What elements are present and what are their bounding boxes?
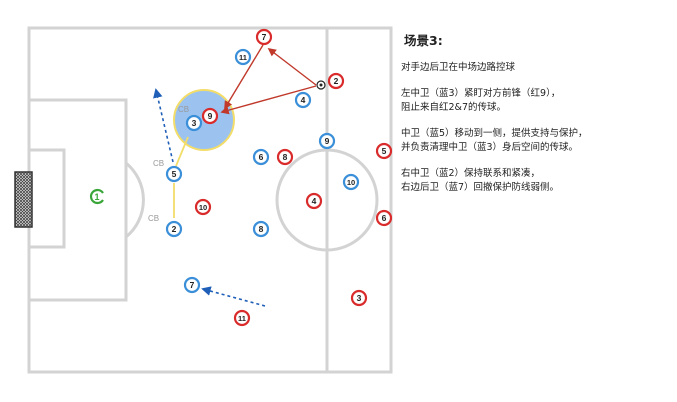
- pass-arrow: [267, 47, 317, 86]
- movement-arrow: [153, 88, 174, 163]
- scenario-line: 右中卫（蓝2）保持联系和紧凑，: [401, 168, 541, 179]
- blue-player-3: 3: [185, 114, 203, 132]
- red-player-10: 10: [194, 198, 212, 216]
- cb-label: CB: [178, 105, 189, 114]
- blue-player-2: 2: [165, 220, 183, 238]
- goal-net: [14, 171, 33, 228]
- red-player-3: 3: [350, 289, 368, 307]
- blue-player-number: 10: [347, 178, 355, 187]
- scenario-paragraph: 左中卫（蓝3）紧盯对方前锋（红9）， 阻止来自红2&7的传球。: [401, 87, 674, 115]
- red-player-number: 6: [382, 213, 387, 223]
- red-player-number: 5: [382, 146, 387, 156]
- red-team: 7 2 9 8 10 11 4 5 6 3: [194, 28, 393, 327]
- link-line: [175, 136, 189, 167]
- blue-player-9: 9: [318, 132, 336, 150]
- red-player-number: 4: [312, 196, 317, 206]
- pass-arrow: [220, 85, 317, 115]
- cb-label: CB: [148, 214, 159, 223]
- blue-player-number: 6: [259, 152, 264, 162]
- svg-text:1: 1: [94, 192, 99, 202]
- red-player-11: 11: [233, 309, 251, 327]
- penalty-box: [27, 98, 128, 302]
- red-player-7: 7: [255, 28, 273, 46]
- scenario-line: 左中卫（蓝3）紧盯对方前锋（红9），: [401, 88, 561, 99]
- blue-player-10: 10: [342, 173, 360, 191]
- center-circle: [275, 148, 379, 252]
- blue-player-number: 7: [190, 280, 195, 290]
- pitch-lines: [27, 26, 393, 374]
- scenario-line: 并负责清理中卫（蓝3）身后空间的传球。: [401, 142, 579, 153]
- red-player-number: 10: [199, 203, 207, 212]
- scenario-line: 中卫（蓝5）移动到一侧，提供支持与保护，: [401, 128, 588, 139]
- scenario-title: 场景3:: [404, 33, 443, 48]
- ball-icon: [316, 80, 326, 90]
- red-player-6: 6: [375, 209, 393, 227]
- blue-team: 3 5 2 7 11 4 6 8 9 10: [165, 48, 360, 294]
- scenario-line: 阻止来自红2&7的传球。: [401, 102, 506, 113]
- red-player-8: 8: [276, 148, 294, 166]
- red-player-5: 5: [375, 142, 393, 160]
- blue-player-8: 8: [252, 220, 270, 238]
- scenario-line: 对手边后卫在中场边路控球: [401, 62, 516, 73]
- blue-player-6: 6: [252, 148, 270, 166]
- blue-player-number: 4: [301, 95, 306, 105]
- blue-player-number: 8: [259, 224, 264, 234]
- blue-player-number: 2: [172, 224, 177, 234]
- red-player-number: 9: [208, 111, 213, 121]
- blue-player-number: 5: [172, 169, 177, 179]
- blue-player-7: 7: [183, 276, 201, 294]
- scenario-paragraph: 中卫（蓝5）移动到一侧，提供支持与保护， 并负责清理中卫（蓝3）身后空间的传球。: [401, 127, 674, 155]
- red-player-number: 7: [262, 32, 267, 42]
- red-player-number: 2: [334, 76, 339, 86]
- blue-player-number: 9: [325, 136, 330, 146]
- blue-player-11: 11: [234, 48, 252, 66]
- penalty-arc: [125, 161, 145, 239]
- blue-player-5: 5: [165, 165, 183, 183]
- movement-arrow: [201, 286, 266, 307]
- red-player-9: 9: [201, 107, 219, 125]
- scenario-paragraph: 对手边后卫在中场边路控球: [401, 61, 674, 75]
- red-player-2: 2: [327, 72, 345, 90]
- scenario-paragraph: 右中卫（蓝2）保持联系和紧凑， 右边后卫（蓝7）回撤保护防线弱侧。: [401, 167, 674, 195]
- blue-player-4: 4: [294, 91, 312, 109]
- blue-player-number: 11: [239, 53, 247, 62]
- goal-box: [27, 148, 66, 249]
- goalkeeper-marker: 1: [89, 188, 104, 205]
- cb-label: CB: [153, 159, 164, 168]
- red-player-number: 11: [238, 314, 246, 323]
- scenario-panel: 场景3: 对手边后卫在中场边路控球 左中卫（蓝3）紧盯对方前锋（红9）， 阻止来…: [398, 30, 674, 207]
- red-player-4: 4: [305, 192, 323, 210]
- red-player-number: 8: [283, 152, 288, 162]
- red-player-number: 3: [357, 293, 362, 303]
- scenario-line: 右边后卫（蓝7）回撤保护防线弱侧。: [401, 182, 560, 193]
- pass-arrow: [224, 44, 264, 110]
- blue-player-number: 3: [192, 118, 197, 128]
